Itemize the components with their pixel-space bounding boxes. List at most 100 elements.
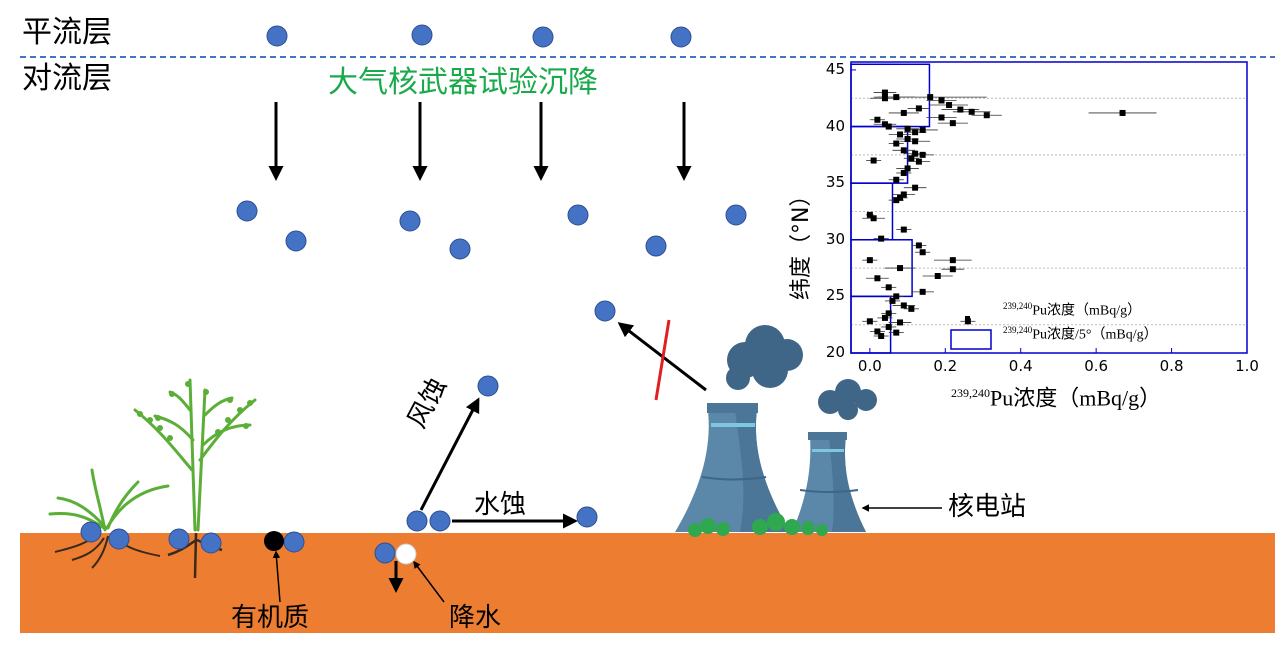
chart-point — [912, 184, 919, 191]
chart-point — [968, 108, 975, 115]
chart-point — [934, 273, 941, 280]
chart-point — [946, 102, 953, 109]
particle — [725, 204, 747, 226]
particle — [200, 532, 222, 554]
chart-point — [900, 147, 907, 154]
particle — [449, 238, 471, 260]
particle — [406, 510, 428, 532]
particle — [108, 528, 130, 550]
chart-x-tick-label: 0.0 — [857, 357, 882, 375]
chart-point — [900, 191, 907, 198]
chart-point — [893, 329, 900, 336]
particle — [283, 531, 305, 553]
plant-tall — [133, 378, 257, 532]
chart-y-tick-label: 35 — [825, 173, 845, 192]
chart-point — [919, 288, 926, 295]
chart-point — [912, 150, 919, 157]
chart-point — [866, 318, 873, 325]
particle — [429, 510, 451, 532]
organic-matter-label: 有机质 — [231, 603, 310, 633]
latitude-chart — [850, 61, 1248, 354]
plant-shrubs — [688, 513, 828, 537]
chart-point — [885, 284, 892, 291]
chart-point — [885, 123, 892, 130]
chart-point — [900, 302, 907, 309]
nuclear-plant-label: 核电站 — [948, 492, 1027, 522]
particle — [399, 210, 421, 232]
particle — [567, 204, 589, 226]
chart-point — [915, 242, 922, 249]
chart-y-tick-label: 25 — [825, 286, 845, 305]
chart-point — [885, 310, 892, 317]
chart-point — [870, 157, 877, 164]
chart-point — [878, 235, 885, 242]
chart-x-tick-label: 0.2 — [933, 357, 958, 375]
chart-y-axis-label: 纬度（°N） — [789, 184, 814, 300]
chart-point — [938, 114, 945, 121]
chart-point — [866, 257, 873, 264]
plant-small — [48, 468, 170, 532]
particle — [80, 521, 102, 543]
chart-point — [881, 95, 888, 102]
chart-x-tick-label: 0.6 — [1084, 357, 1109, 375]
legend-entry-points: 239,240Pu浓度（mBq/g） — [1003, 301, 1142, 319]
chart-point — [938, 97, 945, 104]
chart-y-tick-label: 20 — [825, 343, 845, 361]
particles — [80, 24, 747, 564]
particle — [168, 528, 190, 550]
water-erosion-label: 水蚀 — [474, 490, 527, 520]
chart-point — [912, 129, 919, 136]
chart-point — [949, 120, 956, 127]
organic-matter-particle — [264, 531, 284, 551]
chart-point — [949, 257, 956, 264]
chart-point — [893, 293, 900, 300]
chart-point — [904, 125, 911, 132]
chart-point — [881, 89, 888, 96]
chart-point — [900, 109, 907, 116]
particle — [477, 375, 499, 397]
troposphere-label: 对流层 — [22, 61, 112, 96]
chart-point — [889, 297, 896, 304]
chart-point — [919, 249, 926, 256]
legend-band-swatch — [950, 329, 992, 350]
chart-point — [881, 121, 888, 128]
chart-point — [881, 314, 888, 321]
rain-droplet — [395, 543, 417, 565]
chart-point — [900, 169, 907, 176]
particle — [374, 542, 396, 564]
particle — [594, 300, 616, 322]
chart-point — [874, 116, 881, 123]
chart-point — [904, 165, 911, 172]
fallout-title: 大气核武器试验沉降 — [328, 65, 598, 100]
chart-x-tick-label: 1.0 — [1235, 357, 1259, 375]
chart-x-tick-label: 0.4 — [1008, 357, 1033, 375]
legend-point-swatch — [965, 316, 970, 321]
legend-entry-bands: 239,240Pu浓度/5°（mBq/g） — [1003, 325, 1158, 343]
chart-point — [874, 275, 881, 282]
chart-point — [908, 155, 915, 162]
chart-point — [983, 112, 990, 119]
precipitation-pointer — [413, 560, 445, 603]
precipitation-label: 降水 — [449, 603, 502, 633]
chart-point — [897, 131, 904, 138]
soil-layer — [20, 533, 1275, 633]
chart-point — [878, 333, 885, 340]
particle — [266, 25, 288, 47]
chart-point — [897, 265, 904, 272]
particle — [411, 24, 433, 46]
cooling-tower-small — [792, 432, 866, 532]
chart-point — [915, 105, 922, 112]
chart-point — [964, 318, 971, 325]
chart-point — [874, 328, 881, 335]
cooling-tower-large — [675, 403, 790, 532]
chart-point — [919, 151, 926, 158]
chart-point — [897, 194, 904, 201]
chart-point — [1119, 109, 1126, 116]
smoke-cloud-small — [818, 379, 877, 420]
organic-matter-pointer — [272, 550, 281, 603]
chart-point — [893, 176, 900, 183]
chart-x-axis-label: 239,240Pu浓度（mBq/g） — [951, 385, 1162, 411]
particle — [285, 230, 307, 252]
chart-point — [915, 158, 922, 165]
chart-point — [893, 197, 900, 204]
